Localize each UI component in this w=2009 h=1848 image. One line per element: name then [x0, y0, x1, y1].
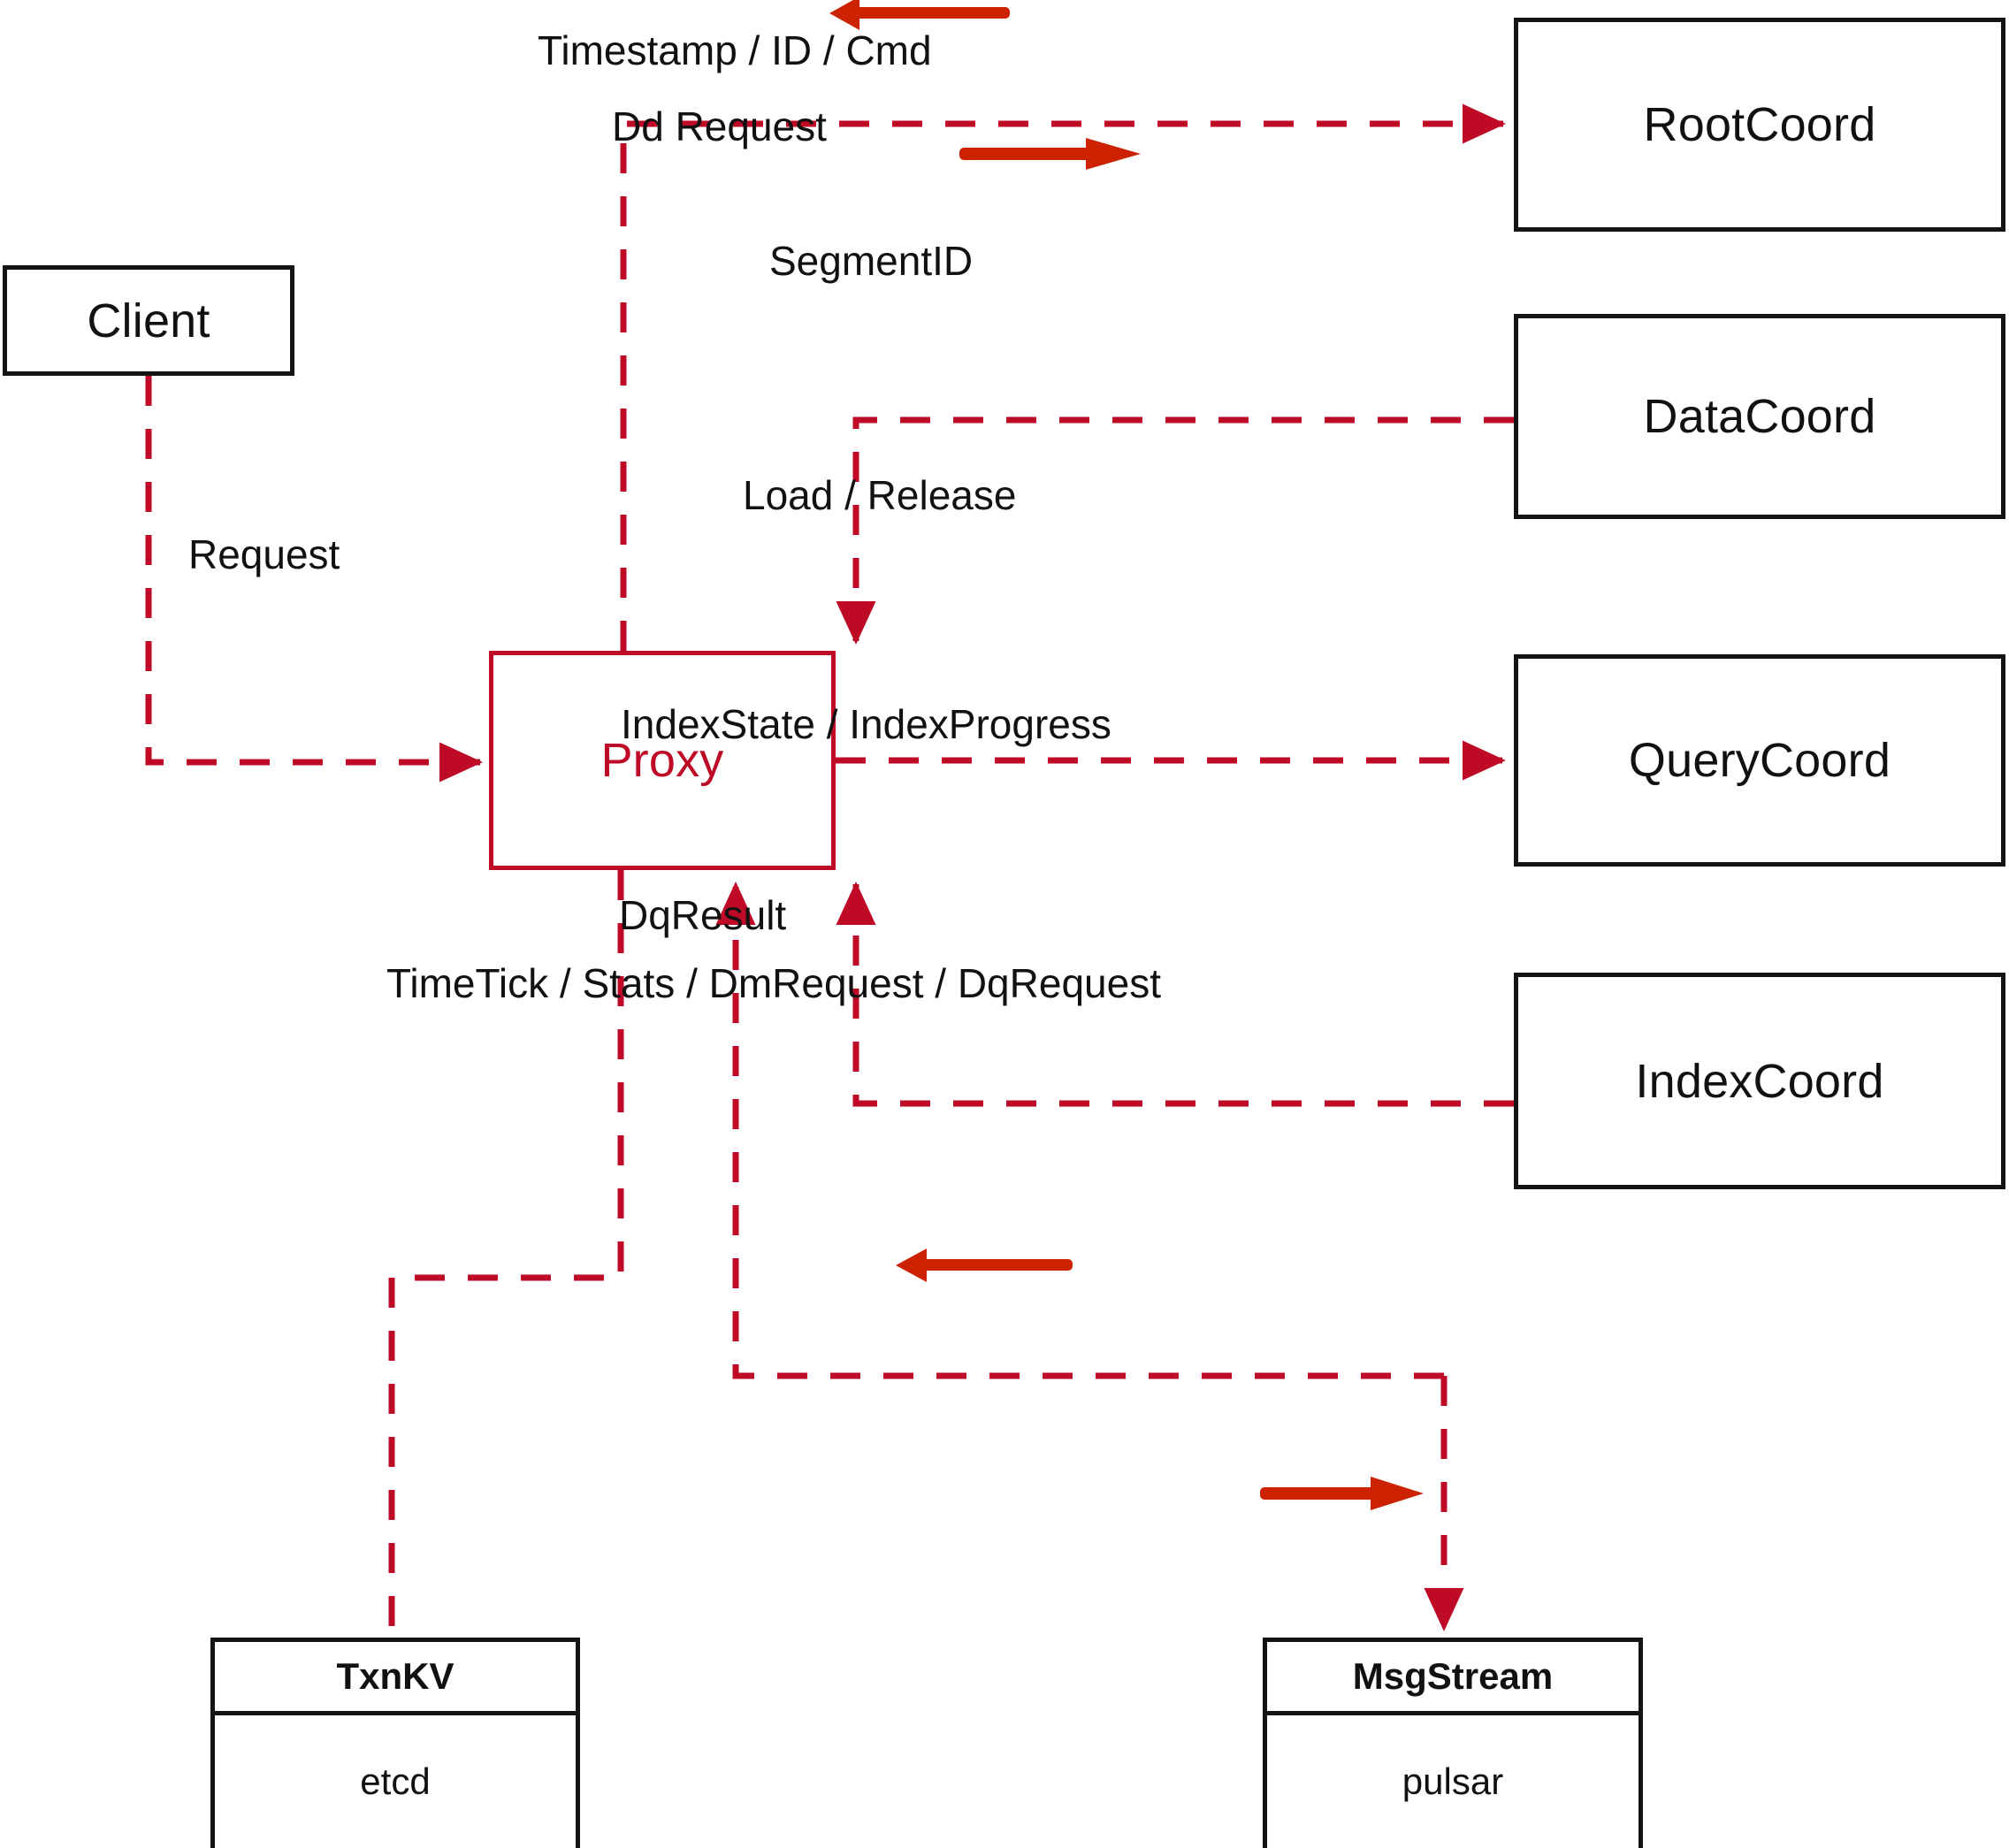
node-proxy-label: Proxy — [600, 734, 724, 787]
node-txnkv-title: TxnKV — [336, 1655, 455, 1697]
edge-proxy-to-txnkv — [388, 870, 624, 1638]
node-msgstream[interactable]: MsgStream pulsar — [1263, 1638, 1643, 1848]
edge-label-timetick-stats: TimeTick / Stats / DmRequest / DqRequest — [386, 960, 1161, 1006]
node-indexcoord-label: IndexCoord — [1635, 1054, 1884, 1108]
arrow-timestamp-left — [829, 0, 1010, 30]
node-client[interactable]: Client — [3, 265, 294, 376]
direction-arrows — [829, 0, 1424, 1510]
node-client-label: Client — [87, 294, 210, 347]
edge-proxy-to-rootcoord — [620, 103, 1506, 651]
node-indexcoord[interactable]: IndexCoord — [1514, 973, 2005, 1189]
node-rootcoord-label: RootCoord — [1643, 98, 1876, 151]
edge-label-timestamp-id-cmd: Timestamp / ID / Cmd — [538, 27, 932, 73]
node-msgstream-impl: pulsar — [1402, 1760, 1504, 1802]
edge-label-dd-request: Dd Request — [612, 103, 827, 149]
node-txnkv-body: etcd — [215, 1715, 576, 1848]
node-querycoord[interactable]: QueryCoord — [1514, 654, 2005, 867]
edge-msgstream-to-proxy — [715, 882, 1444, 1379]
node-querycoord-label: QueryCoord — [1628, 734, 1891, 787]
edge-label-segment-id: SegmentID — [769, 238, 974, 284]
arrow-timetick-right — [1260, 1477, 1424, 1510]
edge-datacoord-to-proxy — [836, 416, 1514, 645]
edge-label-load-release: Load / Release — [743, 472, 1017, 518]
node-txnkv[interactable]: TxnKV etcd — [210, 1638, 580, 1848]
node-msgstream-header: MsgStream — [1267, 1642, 1639, 1715]
node-rootcoord[interactable]: RootCoord — [1514, 18, 2005, 232]
arrow-dd-request-right — [959, 138, 1141, 170]
edge-label-dq-result: DqResult — [619, 892, 787, 938]
edge-client-to-proxy — [145, 376, 483, 783]
node-txnkv-impl: etcd — [360, 1760, 431, 1802]
node-datacoord[interactable]: DataCoord — [1514, 314, 2005, 519]
arrow-dqresult-left — [896, 1249, 1073, 1282]
node-msgstream-title: MsgStream — [1352, 1655, 1554, 1697]
node-proxy[interactable]: Proxy — [489, 651, 836, 870]
node-txnkv-header: TxnKV — [215, 1642, 576, 1715]
edge-label-request: Request — [188, 531, 340, 577]
edge-indexcoord-to-proxy — [836, 882, 1514, 1107]
edge-label-index-state-progress: IndexState / IndexProgress — [621, 701, 1111, 747]
node-msgstream-body: pulsar — [1267, 1715, 1639, 1848]
node-datacoord-label: DataCoord — [1643, 390, 1876, 443]
